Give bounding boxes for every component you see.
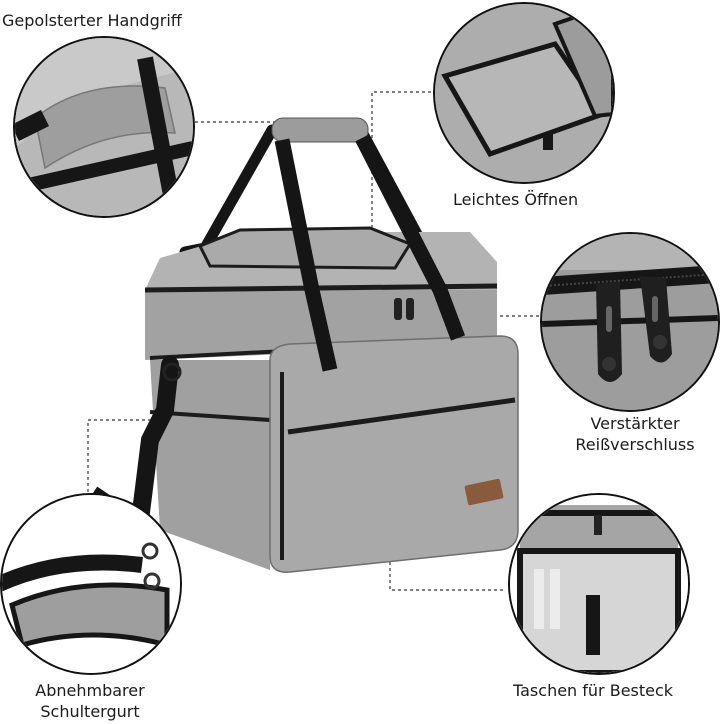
label-cutlery-pockets: Taschen für Besteck: [513, 681, 674, 700]
detail-circle-handle: [13, 36, 195, 218]
detail-circle-strap: [0, 493, 182, 675]
label-detachable-strap-line2: Schultergurt: [40, 702, 140, 721]
label-reinforced-zipper: Verstärkter Reißverschluss: [575, 413, 695, 455]
zipper-pull-right: [640, 276, 672, 363]
label-reinforced-zipper-line1: Verstärkter: [590, 414, 680, 433]
label-padded-handle: Gepolsterter Handgriff: [2, 11, 182, 30]
label-detachable-strap-line1: Abnehmbarer: [35, 681, 145, 700]
zipper-pull-left: [596, 282, 622, 382]
detail-circle-opening: [433, 2, 615, 184]
leader-line-opening: [371, 91, 432, 240]
label-detachable-strap: Abnehmbarer Schultergurt: [20, 680, 160, 722]
label-easy-opening: Leichtes Öffnen: [453, 190, 579, 209]
label-reinforced-zipper-line2: Reißverschluss: [575, 435, 695, 454]
detail-circle-pockets: [508, 493, 690, 675]
leader-line-strap: [87, 419, 150, 492]
detail-circle-zipper: [540, 232, 720, 412]
